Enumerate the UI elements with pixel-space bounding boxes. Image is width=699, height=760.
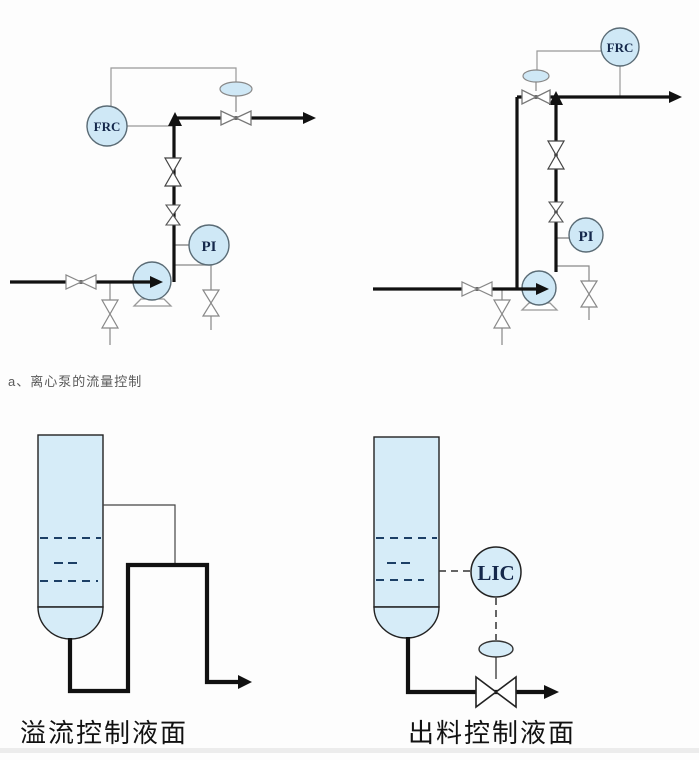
valve-actuator-icon [522, 69, 550, 83]
pi-tag-label: PI [202, 239, 217, 255]
frc-instrument-circle [600, 27, 640, 67]
overflow-pipe [67, 562, 240, 694]
page-bottom-divider [0, 748, 699, 753]
flow-control-right-diagram: FRC PI [373, 27, 682, 345]
pi-tag-label: PI [579, 229, 594, 245]
frc-signal-line [536, 50, 602, 70]
control-valve-icon [220, 109, 252, 127]
vessel-bottom-head [373, 606, 440, 639]
lic-instrument-circle [470, 546, 522, 598]
frc-instrument-circle [86, 105, 128, 147]
drain-line [556, 265, 590, 320]
flow-arrow [536, 283, 549, 295]
junction-arrow [549, 91, 563, 105]
flow-arrow [544, 685, 559, 699]
drain-line [174, 264, 212, 330]
check-valve-icon [164, 204, 182, 226]
lic-tag-label: LIC [477, 561, 514, 585]
frc-tag-label: FRC [607, 40, 634, 55]
level-control-right-diagram: LIC [373, 436, 559, 709]
control-valve-icon [521, 88, 551, 106]
frc-tag-label: FRC [94, 119, 121, 134]
valve-actuator-icon [219, 81, 253, 97]
discharge-level-caption: 出料控制液面 [408, 719, 577, 748]
pi-instrument-circle [188, 224, 230, 266]
block-valve-icon [163, 157, 183, 187]
drain-valve-icon [492, 299, 512, 329]
flow-arrow [150, 276, 163, 288]
balance-line [103, 504, 176, 563]
vessel-bottom-head [37, 606, 104, 640]
frc-signal-line [110, 67, 237, 107]
level-control-left-diagram [37, 434, 252, 694]
block-valve-icon [546, 140, 566, 170]
drain-valve-icon [100, 299, 120, 329]
flow-arrow [238, 675, 252, 689]
block-valve-icon [65, 274, 97, 290]
junction-arrow [168, 112, 182, 126]
drain-valve-icon [201, 289, 221, 317]
flow-section-caption: a、离心泵的流量控制 [8, 374, 143, 389]
vessel-body [37, 434, 104, 608]
vessel-body [373, 436, 440, 608]
overflow-level-caption: 溢流控制液面 [20, 719, 189, 748]
flow-arrow [303, 112, 316, 124]
check-valve-icon [547, 201, 565, 223]
valve-actuator-icon [478, 640, 514, 658]
pi-instrument-circle [568, 217, 604, 253]
block-valve-icon [461, 281, 493, 297]
flow-arrow [669, 91, 682, 103]
drain-valve-icon [579, 280, 599, 308]
flow-control-left-diagram: FRC PI [10, 67, 316, 345]
control-valve-icon [475, 675, 517, 709]
